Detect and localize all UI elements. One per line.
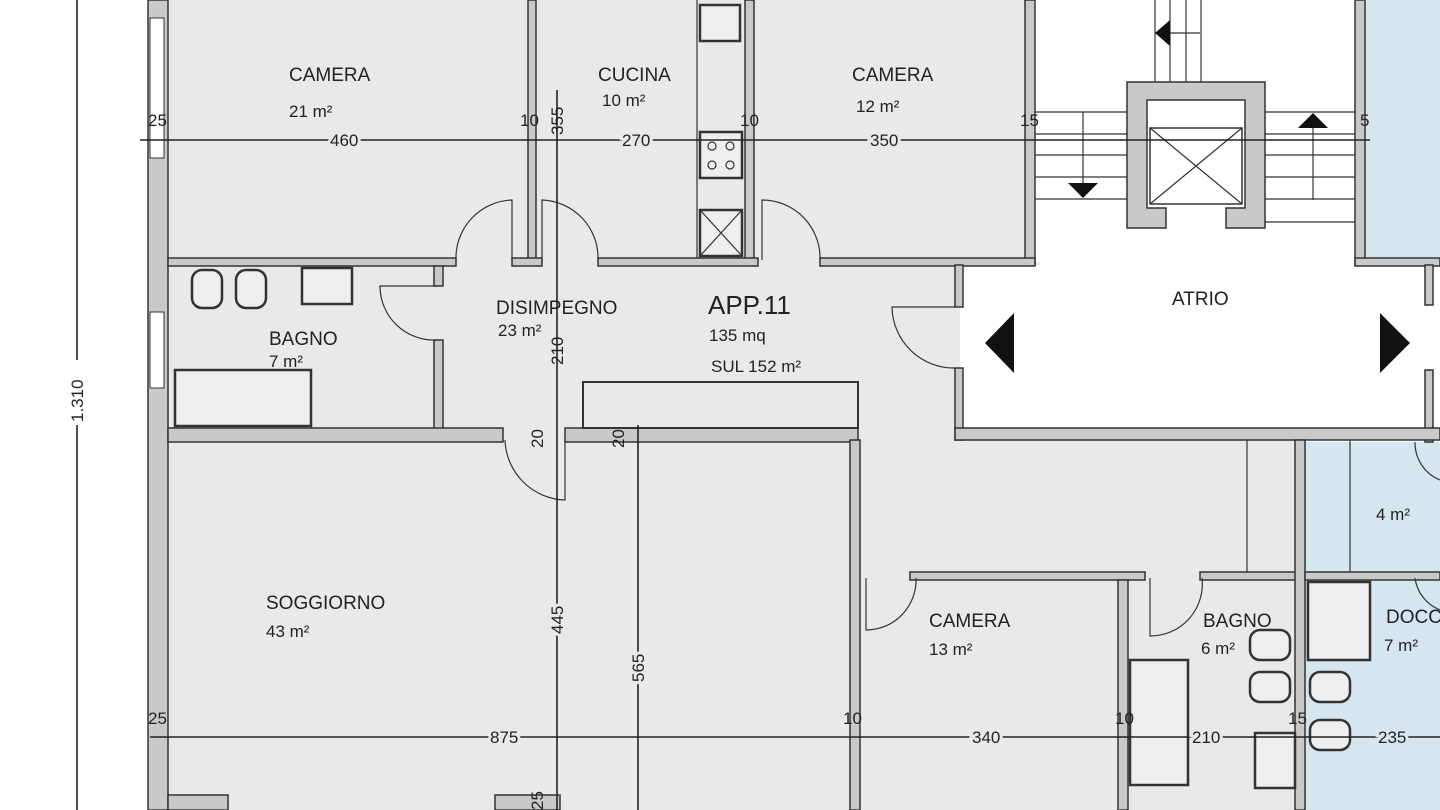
room-name: DISIMPEGNO — [496, 298, 617, 319]
neighbor-top — [1365, 0, 1440, 262]
svg-text:25: 25 — [148, 709, 167, 728]
svg-text:445: 445 — [548, 606, 567, 634]
room-name: CUCINA — [598, 65, 671, 86]
apartment-name: APP.11 — [708, 290, 791, 320]
arrow-right-icon — [1380, 313, 1410, 373]
svg-text:355: 355 — [548, 107, 567, 135]
room-area: 23 m² — [498, 321, 542, 340]
svg-text:210: 210 — [548, 337, 567, 365]
svg-text:20: 20 — [528, 429, 547, 448]
svg-text:5: 5 — [1360, 111, 1369, 130]
svg-text:565: 565 — [629, 654, 648, 682]
svg-text:20: 20 — [609, 429, 628, 448]
room-labels: CAMERA 21 m² CUCINA 10 m² CAMERA 12 m² B… — [266, 65, 1440, 659]
doors — [379, 199, 1440, 637]
arrow-left-icon — [985, 313, 1014, 373]
apartment-area: 135 mq — [709, 326, 766, 345]
room-name: DOCCIA — [1386, 607, 1440, 628]
svg-text:10: 10 — [843, 709, 862, 728]
room-name: SOGGIORNO — [266, 593, 385, 614]
svg-text:235: 235 — [1378, 728, 1406, 747]
svg-text:460: 460 — [330, 131, 358, 150]
elevator-shaft — [1126, 81, 1266, 229]
room-name: BAGNO — [1203, 611, 1272, 632]
room-area: 43 m² — [266, 622, 310, 641]
svg-text:15: 15 — [1020, 111, 1039, 130]
atrio-area — [960, 265, 1430, 430]
room-area: 4 m² — [1376, 505, 1410, 524]
walls — [147, 0, 1440, 810]
svg-text:270: 270 — [622, 131, 650, 150]
svg-text:210: 210 — [1192, 728, 1220, 747]
dimension-labels: 25 460 10 270 10 350 15 5 25 875 10 340 … — [68, 107, 1409, 810]
svg-text:1.310: 1.310 — [68, 379, 87, 422]
svg-text:350: 350 — [870, 131, 898, 150]
room-area: 7 m² — [1384, 636, 1418, 655]
room-name: BAGNO — [269, 329, 338, 350]
room-name: ATRIO — [1172, 289, 1229, 310]
room-name: CAMERA — [929, 611, 1011, 632]
room-area: 6 m² — [1201, 639, 1235, 658]
svg-text:25: 25 — [528, 791, 547, 810]
svg-text:10: 10 — [520, 111, 539, 130]
room-area: 7 m² — [269, 352, 303, 371]
room-name: CAMERA — [852, 65, 934, 86]
room-area: 13 m² — [929, 640, 973, 659]
svg-text:10: 10 — [1115, 709, 1134, 728]
fixtures — [173, 0, 1372, 790]
room-area: 12 m² — [856, 97, 900, 116]
apartment-sul: SUL 152 m² — [711, 357, 801, 376]
room-area: 21 m² — [289, 102, 333, 121]
svg-text:340: 340 — [972, 728, 1000, 747]
svg-text:25: 25 — [148, 111, 167, 130]
svg-text:10: 10 — [740, 111, 759, 130]
dimension-lines — [76, 0, 1440, 810]
svg-text:15: 15 — [1288, 709, 1307, 728]
room-area: 10 m² — [602, 91, 646, 110]
room-name: CAMERA — [289, 65, 371, 86]
svg-text:875: 875 — [490, 728, 518, 747]
